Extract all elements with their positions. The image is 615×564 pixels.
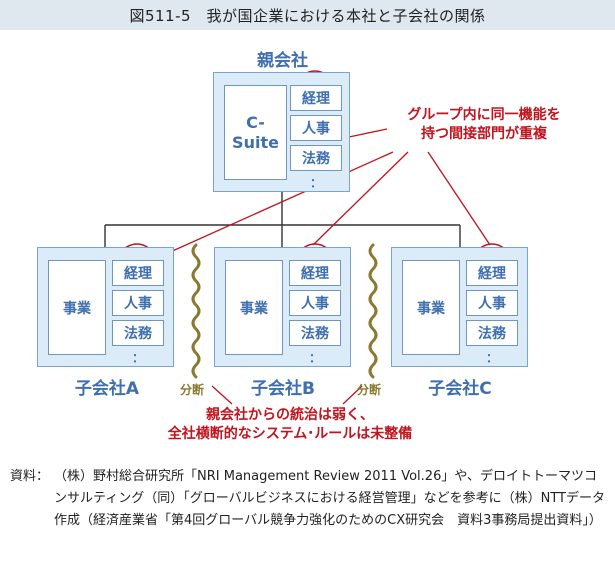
subsidiary-a-label: 子会社A <box>74 379 140 399</box>
pointer-c <box>427 151 491 246</box>
pointer-split-2 <box>342 385 363 405</box>
subsidiary-b-dept-accounting: 経理 <box>289 260 341 286</box>
subsidiary-a-dept-legal: 法務 <box>112 320 164 346</box>
subsidiary-c-label: 子会社C <box>428 379 492 399</box>
subsidiary-b-business-unit: 事業 <box>225 260 283 355</box>
subsidiary-b-label: 子会社B <box>251 379 315 399</box>
governance-callout: 親会社からの統治は弱く、 全社横断的なシステム･ルールは未整備 <box>130 406 450 444</box>
duplication-callout-line2: 持つ間接部門が重複 <box>421 125 547 142</box>
subsidiary-a-dept-hr: 人事 <box>112 290 164 316</box>
pointer-split-1 <box>211 385 233 405</box>
subsidiary-c-business-unit: 事業 <box>402 260 460 355</box>
parent-dept-more: ： <box>309 176 322 190</box>
governance-callout-line1: 親会社からの統治は弱く、 <box>206 407 374 423</box>
subsidiary-b-box: 事業 経理 人事 法務 ： <box>214 247 351 367</box>
source-text: （株）野村総合研究所「NRI Management Review 2011 Vo… <box>54 469 605 528</box>
pointer-b <box>312 151 409 246</box>
subsidiary-c-dept-hr: 人事 <box>466 290 518 316</box>
pointer-a <box>167 151 394 254</box>
governance-callout-line2: 全社横断的なシステム･ルールは未整備 <box>167 425 413 442</box>
split-wave-2 <box>368 243 378 379</box>
parent-dept-accounting: 経理 <box>290 85 342 111</box>
subsidiary-b-dept-hr: 人事 <box>289 290 341 316</box>
duplication-callout-line1: グループ内に同一機能を <box>407 107 561 123</box>
parent-dept-legal: 法務 <box>290 145 342 171</box>
split-label-2: 分断 <box>357 383 382 397</box>
subsidiary-a-business-unit: 事業 <box>48 260 106 355</box>
split-lines <box>191 243 378 379</box>
subsidiary-c-dept-more: ： <box>485 351 498 365</box>
subsidiary-b-dept-legal: 法務 <box>289 320 341 346</box>
c-suite-unit: C- Suite <box>224 85 287 180</box>
subsidiary-a-dept-accounting: 経理 <box>112 260 164 286</box>
split-wave-1 <box>191 243 201 379</box>
subsidiary-c-dept-accounting: 経理 <box>466 260 518 286</box>
subsidiary-c-box: 事業 経理 人事 法務 ： <box>391 247 528 367</box>
subsidiary-a-dept-more: ： <box>131 351 144 365</box>
subsidiary-b-dept-more: ： <box>308 351 321 365</box>
source-label: 資料： <box>10 469 50 484</box>
parent-company-box: C- Suite 経理 人事 法務 ： <box>213 72 350 192</box>
parent-label: 親会社 <box>257 51 308 71</box>
subsidiary-a-box: 事業 経理 人事 法務 ： <box>37 247 174 367</box>
callout-pointers <box>167 128 491 405</box>
subsidiary-c-dept-legal: 法務 <box>466 320 518 346</box>
org-tree-lines <box>104 192 461 247</box>
split-label-1: 分断 <box>180 383 205 397</box>
duplication-callout: グループ内に同一機能を 持つ間接部門が重複 <box>384 106 584 144</box>
parent-dept-hr: 人事 <box>290 115 342 141</box>
figure-title: 図511-5 我が国企業における本社と子会社の関係 <box>0 0 615 30</box>
pointer-parent <box>348 128 388 138</box>
